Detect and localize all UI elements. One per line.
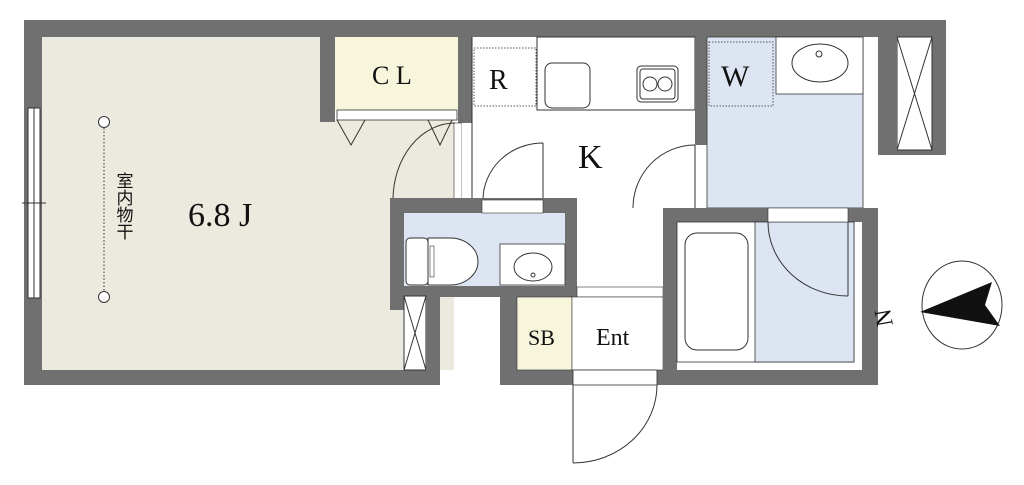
window-left [22,107,46,299]
entrance-step [576,286,664,298]
wall [462,123,472,200]
entry-door-arc [572,384,658,464]
kitchen-label: K [578,139,603,176]
door-arc-toilet [482,142,544,201]
entrance-floor [571,296,664,371]
entrance-label: Ent [596,325,630,351]
washer-label: W [721,60,750,93]
main-room-floor [42,37,320,370]
shoe-box [516,296,573,371]
indoor-drying-rail [98,116,134,303]
toilet-door-opening [481,199,544,214]
closet-label: C L [372,61,412,90]
bath-door-opening [767,207,849,223]
compass: N [870,260,1003,350]
fridge-label: R [489,65,508,96]
wall [695,37,707,145]
door-opening [453,122,463,201]
washbasin-icon [791,43,849,83]
door-arc-main [392,122,456,201]
north-arrow-icon [920,282,1000,326]
closet-floor [335,37,458,110]
shoe-box-label: SB [528,325,555,350]
wall [426,297,440,385]
shower-floor [754,221,855,363]
washer-space [708,41,774,107]
drying-label: 室内物干 [114,172,134,240]
bath-door-arc [767,221,849,297]
stove-icon [636,65,679,103]
hand-basin-icon [513,252,553,282]
kitchen-counter [536,36,696,111]
sink-icon [544,62,591,109]
closet-doors [336,109,458,121]
toilet-icon [405,237,479,286]
wall [458,37,472,123]
fridge-space [473,47,537,107]
wall [878,37,897,155]
door-arc-washroom [632,144,696,209]
storage-x-mark [403,295,427,371]
storage-x-mark [896,36,933,151]
bathtub-icon [684,232,749,351]
compass-north-label: N [870,307,899,329]
main-room-label: 6.8 J [188,197,252,234]
wall [320,37,335,122]
wall [500,297,517,385]
entry-door-opening [572,369,658,386]
